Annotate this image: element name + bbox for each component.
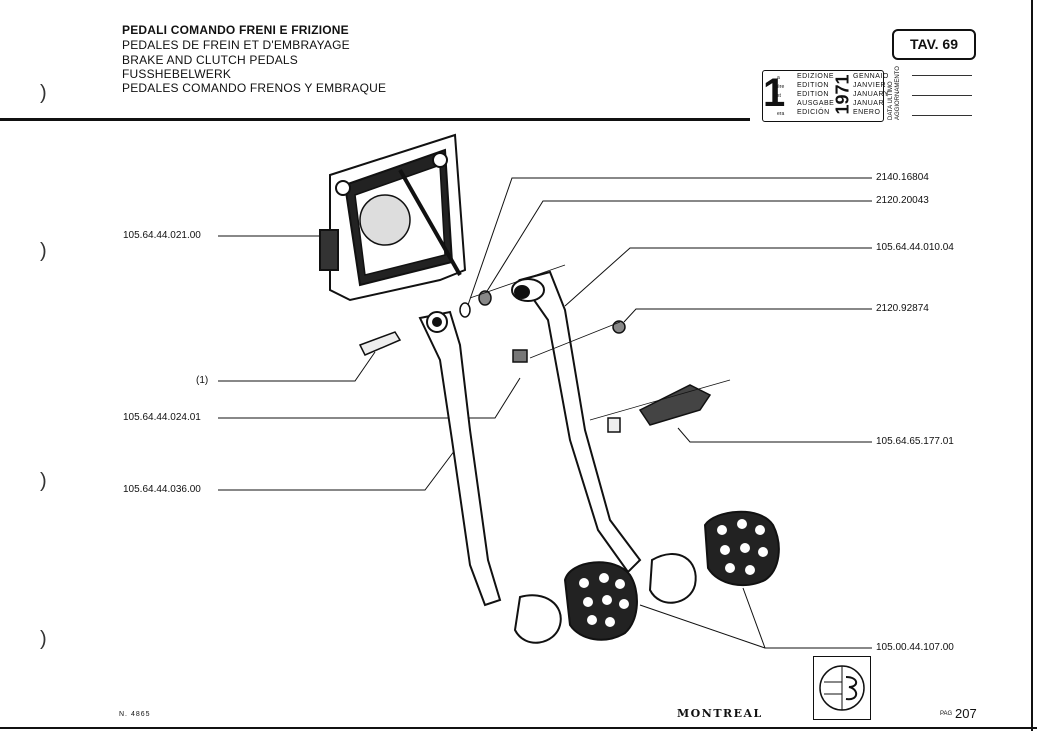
edition-month: JANVIER: [853, 82, 887, 89]
pedal-pad-right: [703, 510, 780, 587]
edition-month: JANUARY: [853, 91, 890, 98]
part-number-label: 2120.20043: [876, 195, 929, 206]
part-number-label: 105.64.44.010.04: [876, 242, 954, 253]
part-number-label: 105.64.44.024.01: [123, 412, 201, 423]
edition-word: EDIZIONE: [797, 73, 835, 80]
leader-line: [623, 308, 872, 323]
leader-line: [639, 604, 766, 649]
leader-line: [218, 351, 376, 382]
leader-line: [677, 427, 872, 443]
page-edge-bottom: [0, 727, 1037, 729]
edition-word: EDITION: [797, 91, 829, 98]
part-number-label: 105.64.44.021.00: [123, 230, 201, 241]
page-prefix: PAG: [940, 711, 953, 717]
brand-wordmark: MONTREAL: [677, 707, 763, 720]
part-number-label: 105.00.44.107.00: [876, 642, 954, 653]
edition-word: EDICIÓN: [797, 109, 830, 116]
pedal-arm-right: [511, 270, 697, 604]
leader-line: [742, 587, 872, 649]
edition-ordinal: a: [777, 75, 780, 81]
document-number: N. 4865: [119, 711, 151, 718]
leader-line: [564, 247, 872, 307]
punch-mark: ): [40, 82, 47, 104]
title-spanish: PEDALES COMANDO FRENOS Y EMBRAQUE: [122, 81, 387, 95]
logo-emblem-icon: [819, 665, 865, 711]
leader-line: [467, 177, 872, 306]
edition-word: EDITION: [797, 82, 829, 89]
title-german: FUSSHEBELWERK: [122, 67, 232, 81]
title-french: PEDALES DE FREIN ET D'EMBRAYAGE: [122, 38, 350, 52]
alfa-romeo-logo: [813, 656, 871, 720]
edition-ordinal: era: [777, 111, 785, 117]
pedal-bracket: [319, 133, 467, 302]
punch-mark: ): [40, 240, 47, 262]
leader-line: [218, 377, 521, 419]
leader-line: [218, 449, 456, 491]
update-line: [912, 115, 972, 116]
header-rule: [0, 118, 750, 121]
edition-month: ENERO: [853, 109, 881, 116]
page-number: 207: [955, 706, 977, 721]
edition-word: AUSGABE: [797, 100, 835, 107]
part-number-label: (1): [196, 375, 209, 386]
edition-number: 1: [763, 71, 786, 115]
part-number-label: 105.64.65.177.01: [876, 436, 954, 447]
page-edge-right: [1031, 0, 1033, 731]
pedal-arm-left: [418, 310, 562, 644]
leader-line: [483, 200, 872, 297]
edition-box: [762, 70, 884, 122]
title-italian: PEDALI COMANDO FRENI E FRIZIONE: [122, 23, 349, 37]
edition-month: JANUAR: [853, 100, 885, 107]
edition-month: GENNAIO: [853, 73, 889, 80]
small-parts: [358, 264, 731, 433]
table-number-badge: TAV. 69: [892, 29, 976, 60]
part-number-label: 105.64.44.036.00: [123, 484, 201, 495]
punch-mark: ): [40, 628, 47, 650]
part-number-label: 2140.16804: [876, 172, 929, 183]
update-line: [912, 95, 972, 96]
pedal-pad-left: [563, 561, 638, 641]
punch-mark: ): [40, 470, 47, 492]
title-english: BRAKE AND CLUTCH PEDALS: [122, 53, 298, 67]
part-number-label: 2120.92874: [876, 303, 929, 314]
edition-ordinal: ère: [777, 84, 785, 90]
update-line: [912, 75, 972, 76]
edition-ordinal: st: [777, 93, 781, 99]
